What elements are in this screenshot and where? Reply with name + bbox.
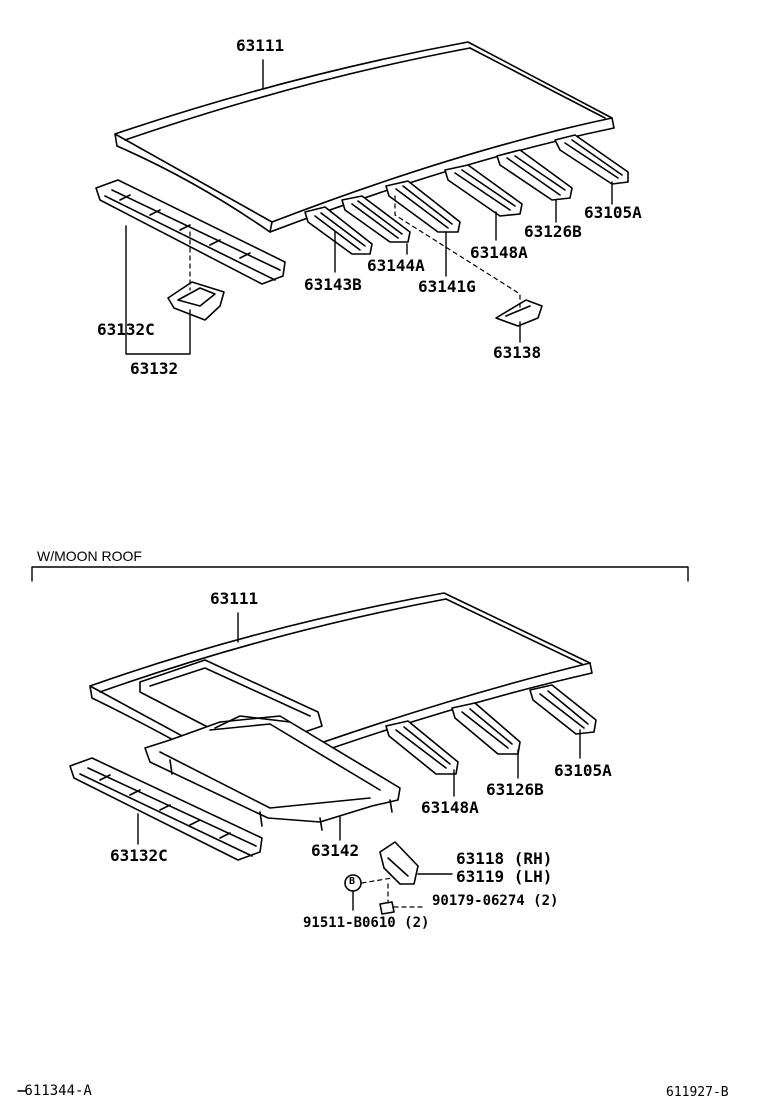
label-mr-reinforcement: 63142 xyxy=(311,841,360,860)
center-bracket-top xyxy=(167,281,225,321)
footer-left-ref: -611344-A xyxy=(16,1083,92,1099)
rear-bracket-63138 xyxy=(495,299,543,327)
label-bow-144a: 63144A xyxy=(367,256,425,275)
label-front-header: 63132 xyxy=(130,359,179,378)
bracket-63118-63119 xyxy=(379,841,419,885)
label-mr-bow-b: 63126B xyxy=(486,780,544,799)
label-rear-bow-a: 63105A xyxy=(584,203,642,222)
label-roof-panel: 63111 xyxy=(236,36,285,55)
label-mr-roof-panel: 63111 xyxy=(210,589,259,608)
front-header-moonroof xyxy=(69,757,263,861)
label-mr-nut: 90179-06274 (2) xyxy=(432,893,559,909)
label-mr-bolt: 91511-B0610 (2) xyxy=(303,915,430,931)
label-mr-bow-148a: 63148A xyxy=(421,798,479,817)
label-front-header-c: 63132C xyxy=(97,320,155,339)
label-mr-rear-bow-a: 63105A xyxy=(554,761,612,780)
label-bow-148a: 63148A xyxy=(470,243,528,262)
label-mr-bracket-rh: 63118 (RH) xyxy=(456,849,553,868)
label-mr-bracket-lh: 63119 (LH) xyxy=(456,867,553,886)
bolt-mark-b: B xyxy=(349,876,356,887)
label-bracket-63138: 63138 xyxy=(493,343,542,362)
section-title-moon-roof: W/MOON ROOF xyxy=(37,548,142,564)
moonroof-reinforcement-63142 xyxy=(144,715,401,831)
footer-right-ref: 611927-B xyxy=(666,1085,729,1100)
label-bow-143b: 63143B xyxy=(304,275,362,294)
label-bow-141g: 63141G xyxy=(418,277,476,296)
label-mr-front-header-c: 63132C xyxy=(110,846,168,865)
label-bow-b: 63126B xyxy=(524,222,582,241)
nut xyxy=(379,901,395,915)
roof-bows-top xyxy=(304,134,629,255)
